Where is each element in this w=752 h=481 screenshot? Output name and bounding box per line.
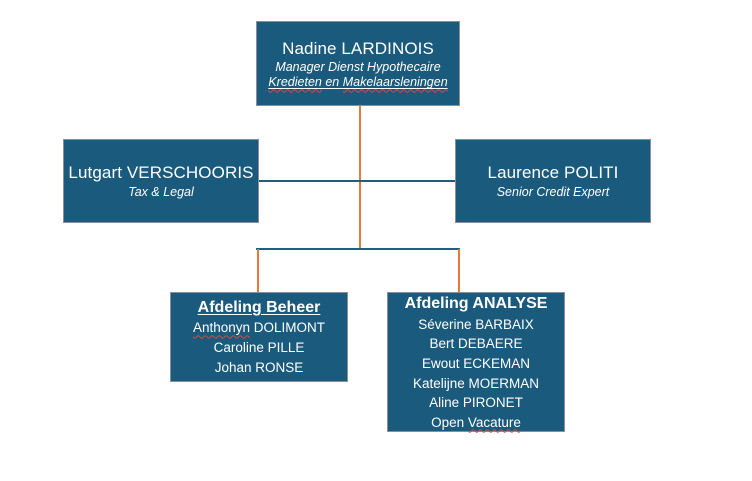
spellcheck-word-kredieten: Kredieten (268, 75, 322, 90)
node-person-role-line-2: Kredieten en Makelaarsleningen (268, 75, 447, 89)
department-title: Afdeling ANALYSE (404, 294, 548, 312)
department-member: Aline PIRONET (429, 395, 523, 411)
node-person-name: Laurence POLITI (487, 163, 619, 183)
spellcheck-word-vacature: Vacature (467, 414, 521, 430)
department-member: Caroline PILLE (213, 340, 305, 356)
connector-middle-horizontal (258, 180, 458, 182)
org-node-afdeling-analyse[interactable]: Afdeling ANALYSE Séverine BARBAIX Bert D… (387, 292, 565, 432)
org-node-afdeling-beheer[interactable]: Afdeling Beheer Anthonyn DOLIMONT Caroli… (170, 292, 348, 382)
node-person-role: Senior Credit Expert (496, 184, 610, 199)
node-person-name: Lutgart VERSCHOORIS (68, 163, 254, 183)
department-member: Séverine BARBAIX (418, 316, 534, 332)
spellcheck-word-anthonyn: Anthonyn (192, 320, 251, 336)
department-title: Afdeling Beheer (197, 298, 321, 316)
connector-top-trunk-vertical (359, 106, 361, 249)
node-person-name: Nadine LARDINOIS (282, 38, 434, 58)
org-node-nadine-lardinois[interactable]: Nadine LARDINOIS Manager Dienst Hypothec… (256, 21, 460, 106)
role-conjunction: en (321, 75, 343, 90)
member-name-rest: DOLIMONT (250, 320, 326, 336)
member-name-rest: Open (431, 414, 468, 430)
connector-bottom-horizontal (256, 248, 460, 250)
node-person-role-line-1: Manager Dienst Hypothecaire (275, 60, 441, 74)
department-member: Johan RONSE (214, 359, 304, 375)
connector-drop-beheer-vertical (257, 249, 259, 293)
department-member: Ewout ECKEMAN (421, 356, 531, 372)
department-member: Bert DEBAERE (429, 336, 523, 352)
org-node-lutgart-verschooris[interactable]: Lutgart VERSCHOORIS Tax & Legal (63, 139, 259, 223)
spellcheck-word-makelaarsleningen: Makelaarsleningen (342, 75, 448, 90)
department-member: Katelijne MOERMAN (412, 375, 540, 391)
connector-drop-analyse-vertical (458, 249, 460, 293)
org-node-laurence-politi[interactable]: Laurence POLITI Senior Credit Expert (455, 139, 651, 223)
department-member-vacancy: Open Vacature (431, 413, 521, 433)
node-person-role: Tax & Legal (128, 184, 194, 199)
department-member: Anthonyn DOLIMONT (193, 318, 325, 338)
